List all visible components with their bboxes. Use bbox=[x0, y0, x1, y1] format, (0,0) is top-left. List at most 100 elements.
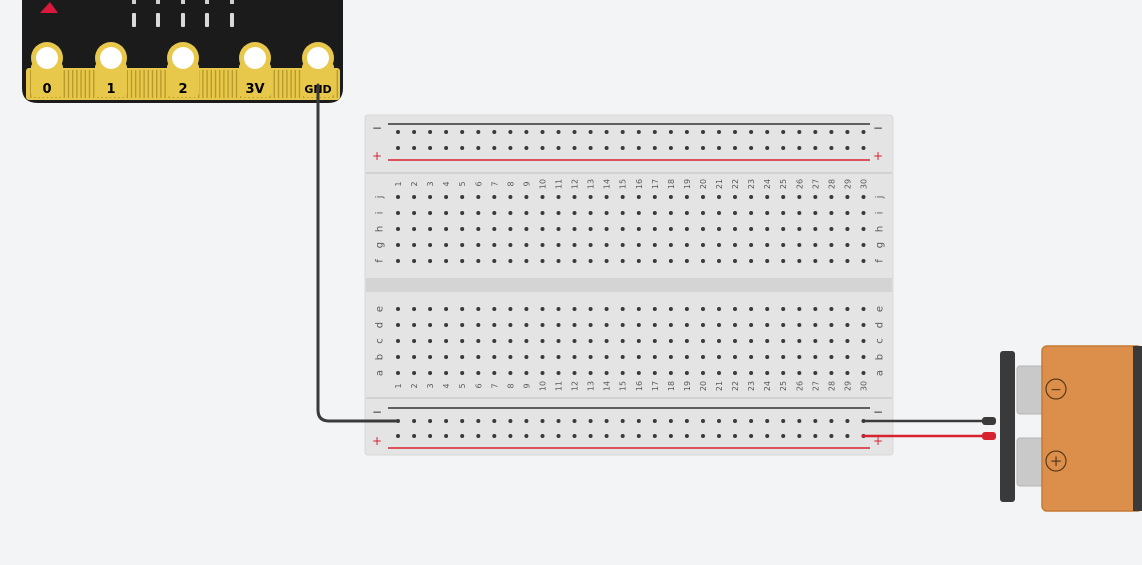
breadboard-hole[interactable] bbox=[428, 227, 433, 231]
rail-hole[interactable] bbox=[749, 419, 754, 423]
breadboard-hole[interactable] bbox=[396, 259, 400, 263]
breadboard-hole[interactable] bbox=[652, 195, 657, 199]
breadboard-hole[interactable] bbox=[733, 227, 737, 231]
rail-hole[interactable] bbox=[524, 146, 529, 150]
breadboard-hole[interactable] bbox=[428, 195, 433, 199]
breadboard-hole[interactable] bbox=[492, 211, 497, 215]
breadboard-hole[interactable] bbox=[733, 371, 737, 375]
rail-hole[interactable] bbox=[733, 419, 737, 423]
breadboard-hole[interactable] bbox=[781, 243, 786, 247]
rail-hole[interactable] bbox=[460, 434, 465, 438]
breadboard-hole[interactable] bbox=[476, 211, 481, 215]
breadboard-hole[interactable] bbox=[636, 195, 641, 199]
breadboard-hole[interactable] bbox=[412, 195, 417, 199]
breadboard-hole[interactable] bbox=[620, 339, 625, 343]
rail-hole[interactable] bbox=[620, 419, 625, 423]
breadboard-hole[interactable] bbox=[668, 243, 673, 247]
breadboard-hole[interactable] bbox=[444, 355, 449, 359]
breadboard-hole[interactable] bbox=[460, 323, 465, 327]
breadboard-hole[interactable] bbox=[733, 307, 737, 311]
breadboard-hole[interactable] bbox=[733, 323, 737, 327]
breadboard-hole[interactable] bbox=[684, 227, 689, 231]
rail-hole[interactable] bbox=[845, 130, 850, 134]
breadboard-hole[interactable] bbox=[444, 243, 449, 247]
breadboard-hole[interactable] bbox=[813, 211, 818, 215]
breadboard-hole[interactable] bbox=[668, 307, 673, 311]
breadboard-hole[interactable] bbox=[620, 259, 625, 263]
rail-hole[interactable] bbox=[428, 146, 433, 150]
breadboard-hole[interactable] bbox=[540, 307, 545, 311]
breadboard-hole[interactable] bbox=[749, 227, 754, 231]
rail-hole[interactable] bbox=[492, 434, 497, 438]
breadboard-hole[interactable] bbox=[701, 371, 705, 375]
rail-hole[interactable] bbox=[476, 434, 481, 438]
breadboard-hole[interactable] bbox=[508, 371, 513, 375]
rail-hole[interactable] bbox=[412, 434, 417, 438]
rail-hole[interactable] bbox=[636, 146, 641, 150]
breadboard-hole[interactable] bbox=[492, 195, 497, 199]
breadboard-hole[interactable] bbox=[717, 371, 721, 375]
breadboard-hole[interactable] bbox=[396, 243, 400, 247]
breadboard-hole[interactable] bbox=[717, 227, 721, 231]
rail-hole[interactable] bbox=[797, 419, 802, 423]
rail-hole[interactable] bbox=[813, 146, 818, 150]
rail-hole[interactable] bbox=[540, 434, 545, 438]
rail-hole[interactable] bbox=[845, 146, 850, 150]
breadboard-hole[interactable] bbox=[781, 195, 786, 199]
breadboard-hole[interactable] bbox=[701, 195, 705, 199]
breadboard-hole[interactable] bbox=[620, 243, 625, 247]
rail-hole[interactable] bbox=[604, 434, 609, 438]
breadboard-hole[interactable] bbox=[829, 243, 834, 247]
rail-hole[interactable] bbox=[749, 434, 754, 438]
rail-hole[interactable] bbox=[476, 130, 481, 134]
breadboard-hole[interactable] bbox=[845, 243, 850, 247]
breadboard-hole[interactable] bbox=[492, 323, 497, 327]
breadboard-hole[interactable] bbox=[396, 195, 400, 199]
rail-hole[interactable] bbox=[733, 434, 737, 438]
pin-hole[interactable] bbox=[307, 47, 329, 69]
breadboard-hole[interactable] bbox=[733, 211, 737, 215]
rail-hole[interactable] bbox=[460, 130, 465, 134]
breadboard-hole[interactable] bbox=[749, 339, 754, 343]
breadboard-hole[interactable] bbox=[588, 355, 593, 359]
rail-hole[interactable] bbox=[556, 419, 561, 423]
breadboard-hole[interactable] bbox=[749, 211, 754, 215]
rail-hole[interactable] bbox=[620, 130, 625, 134]
breadboard-hole[interactable] bbox=[765, 307, 770, 311]
breadboard-hole[interactable] bbox=[668, 323, 673, 327]
breadboard-hole[interactable] bbox=[524, 259, 529, 263]
breadboard-hole[interactable] bbox=[412, 323, 417, 327]
breadboard-hole[interactable] bbox=[684, 355, 689, 359]
breadboard-hole[interactable] bbox=[428, 339, 433, 343]
rail-hole[interactable] bbox=[829, 130, 834, 134]
rail-hole[interactable] bbox=[701, 419, 705, 423]
breadboard-hole[interactable] bbox=[861, 339, 866, 343]
breadboard-hole[interactable] bbox=[476, 259, 481, 263]
breadboard-hole[interactable] bbox=[652, 355, 657, 359]
breadboard-hole[interactable] bbox=[701, 243, 705, 247]
breadboard-hole[interactable] bbox=[524, 307, 529, 311]
breadboard-hole[interactable] bbox=[717, 259, 721, 263]
breadboard-hole[interactable] bbox=[572, 243, 577, 247]
breadboard-hole[interactable] bbox=[668, 259, 673, 263]
breadboard-hole[interactable] bbox=[765, 259, 770, 263]
rail-hole[interactable] bbox=[781, 434, 786, 438]
breadboard-hole[interactable] bbox=[604, 339, 609, 343]
breadboard-hole[interactable] bbox=[476, 355, 481, 359]
breadboard-hole[interactable] bbox=[733, 243, 737, 247]
breadboard-hole[interactable] bbox=[556, 243, 561, 247]
rail-hole[interactable] bbox=[620, 434, 625, 438]
breadboard-hole[interactable] bbox=[781, 355, 786, 359]
rail-hole[interactable] bbox=[652, 419, 657, 423]
breadboard-hole[interactable] bbox=[556, 355, 561, 359]
breadboard-hole[interactable] bbox=[396, 371, 400, 375]
breadboard-hole[interactable] bbox=[412, 339, 417, 343]
breadboard-hole[interactable] bbox=[813, 259, 818, 263]
breadboard-hole[interactable] bbox=[476, 243, 481, 247]
breadboard-hole[interactable] bbox=[668, 227, 673, 231]
rail-hole[interactable] bbox=[428, 419, 433, 423]
breadboard-hole[interactable] bbox=[797, 307, 802, 311]
rail-hole[interactable] bbox=[604, 419, 609, 423]
breadboard-hole[interactable] bbox=[476, 307, 481, 311]
